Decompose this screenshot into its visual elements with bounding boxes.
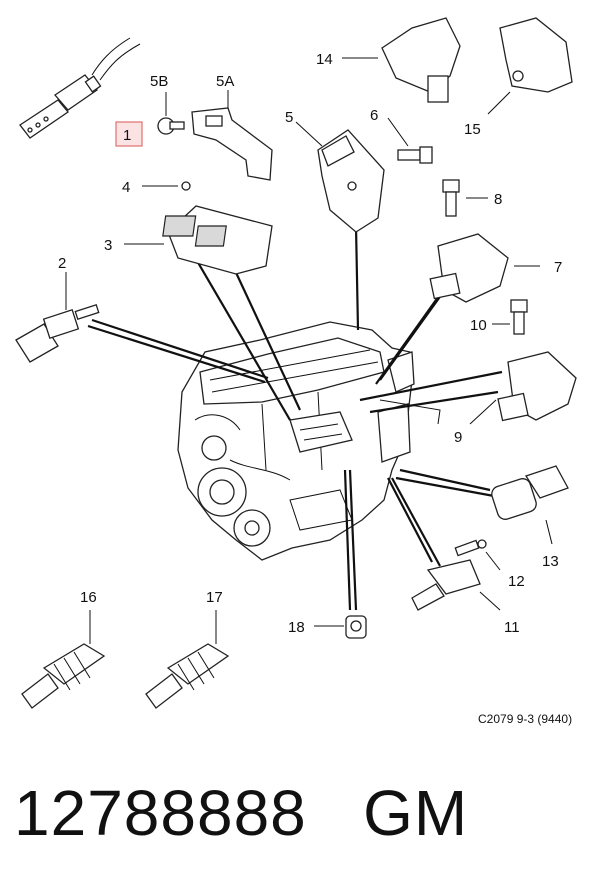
part-13-pressure-sensor[interactable] [490,465,569,545]
part-8-bolt[interactable] [442,179,488,217]
brand-name: GM [363,777,469,849]
callout-18[interactable]: 18 [288,619,305,636]
callout-2[interactable]: 2 [58,255,66,272]
part-18-plug[interactable] [314,615,367,639]
callout-5[interactable]: 5 [285,109,293,126]
part-11-position-sensor[interactable] [411,559,501,611]
engine-assembly [177,321,441,561]
diagram-reference-code: C2079 9-3 (9440) [478,712,573,726]
part-17-oxygen-sensor[interactable] [145,610,230,709]
callout-8[interactable]: 8 [494,191,502,208]
callout-5a[interactable]: 5A [216,73,234,90]
callout-13[interactable]: 13 [542,553,559,570]
callout-15[interactable]: 15 [464,121,481,138]
callout-1[interactable]: 1 [123,127,131,144]
part-5-bracket[interactable] [295,121,385,233]
callout-3[interactable]: 3 [104,237,112,254]
part-14-mass-airflow-sensor[interactable] [342,17,461,103]
callout-12[interactable]: 12 [508,573,525,590]
callout-17[interactable]: 17 [206,589,223,606]
part-16-oxygen-sensor[interactable] [21,610,106,709]
part-5a-bracket[interactable] [191,90,273,181]
part-number-footer: 12788888 GM [14,776,468,850]
callout-5b[interactable]: 5B [150,73,168,90]
part-3-control-module[interactable] [124,205,273,275]
callout-14[interactable]: 14 [316,51,333,68]
parts-diagram: 1 2 3 4 5 5A 5B 6 7 8 9 10 11 12 13 14 1… [15,17,577,709]
part-5b-bolt[interactable] [157,92,185,135]
part-2-coolant-sensor[interactable] [15,272,100,363]
callout-10[interactable]: 10 [470,317,487,334]
callout-7[interactable]: 7 [554,259,562,276]
callout-9[interactable]: 9 [454,429,462,446]
part-10-bolt[interactable] [492,299,528,335]
part-number: 12788888 [14,777,307,849]
callout-16[interactable]: 16 [80,589,97,606]
part-6-bolt[interactable] [387,117,433,164]
part-12-bolt[interactable] [454,539,501,571]
callout-1-highlight-box [115,121,143,147]
callout-4[interactable]: 4 [122,179,130,196]
callout-6[interactable]: 6 [370,107,378,124]
part-9-map-sensor[interactable] [469,351,577,425]
callout-11[interactable]: 11 [504,619,520,636]
part-4-screw[interactable] [142,181,191,191]
part-7-map-sensor[interactable] [429,233,540,303]
part-1-temperature-sensor[interactable] [19,37,141,139]
part-15-pressure-sensor[interactable] [487,17,573,115]
